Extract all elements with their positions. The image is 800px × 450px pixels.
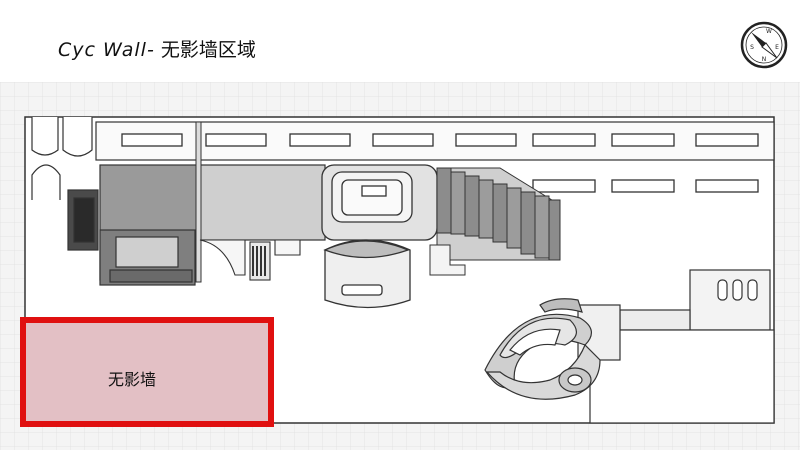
page-title-latin: Cyc Wall- (58, 39, 155, 61)
compass-letter-w: W (766, 28, 772, 35)
entrance-arches (31, 117, 93, 200)
equipment-block (67, 164, 326, 286)
page-title: Cyc Wall- 无影墙区域 (58, 35, 256, 62)
middle-windows (532, 179, 759, 193)
compass-letter-s: S (750, 44, 754, 51)
compass-letter-e: E (775, 44, 779, 51)
spiral-structure (484, 298, 601, 400)
cyc-wall-label: 无影墙 (108, 370, 157, 389)
page-title-cjk: 无影墙区域 (160, 39, 256, 61)
central-room (321, 164, 438, 241)
southeast-room (589, 329, 775, 424)
cyc-wall-zone (20, 317, 274, 427)
round-tower (323, 239, 411, 309)
floor-plan (0, 82, 800, 450)
landing (429, 244, 466, 276)
column (195, 121, 202, 283)
staircase (436, 167, 561, 261)
vent-grille (252, 246, 266, 276)
compass-icon: N E S W (740, 21, 788, 69)
north-windows (121, 133, 759, 147)
compass-letter-n: N (762, 56, 767, 63)
